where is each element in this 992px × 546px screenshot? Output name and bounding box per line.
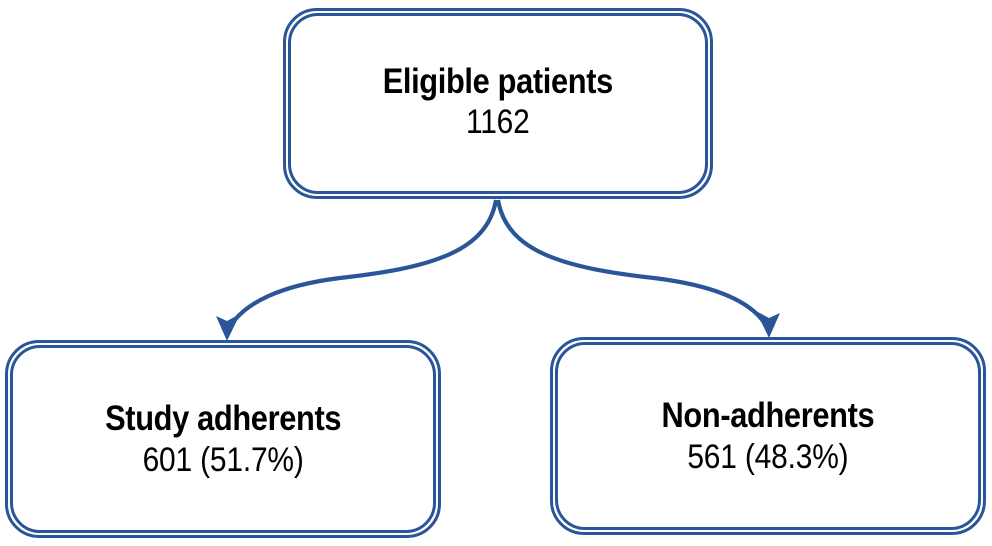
node-non-adherents[interactable]: Non-adherents 561 (48.3%): [550, 337, 986, 535]
node-value: 601 (51.7%): [142, 440, 304, 479]
edge-root-right-curve: [495, 199, 769, 329]
edge-root-right-arrowhead: [756, 311, 780, 338]
edge-root-left-arrowhead: [216, 314, 240, 341]
node-value: 561 (48.3%): [687, 437, 849, 476]
node-value: 1162: [466, 103, 530, 142]
node-labels: Non-adherents 561 (48.3%): [637, 397, 899, 474]
node-title: Non-adherents: [661, 396, 875, 436]
node-study-adherents[interactable]: Study adherents 601 (51.7%): [5, 340, 441, 538]
node-labels: Eligible patients 1162: [357, 63, 639, 140]
node-title: Eligible patients: [382, 61, 614, 101]
node-title: Study adherents: [104, 399, 342, 439]
node-labels: Study adherents 601 (51.7%): [79, 400, 367, 477]
edge-root-left-curve: [226, 199, 499, 332]
node-eligible-patients[interactable]: Eligible patients 1162: [283, 8, 713, 199]
